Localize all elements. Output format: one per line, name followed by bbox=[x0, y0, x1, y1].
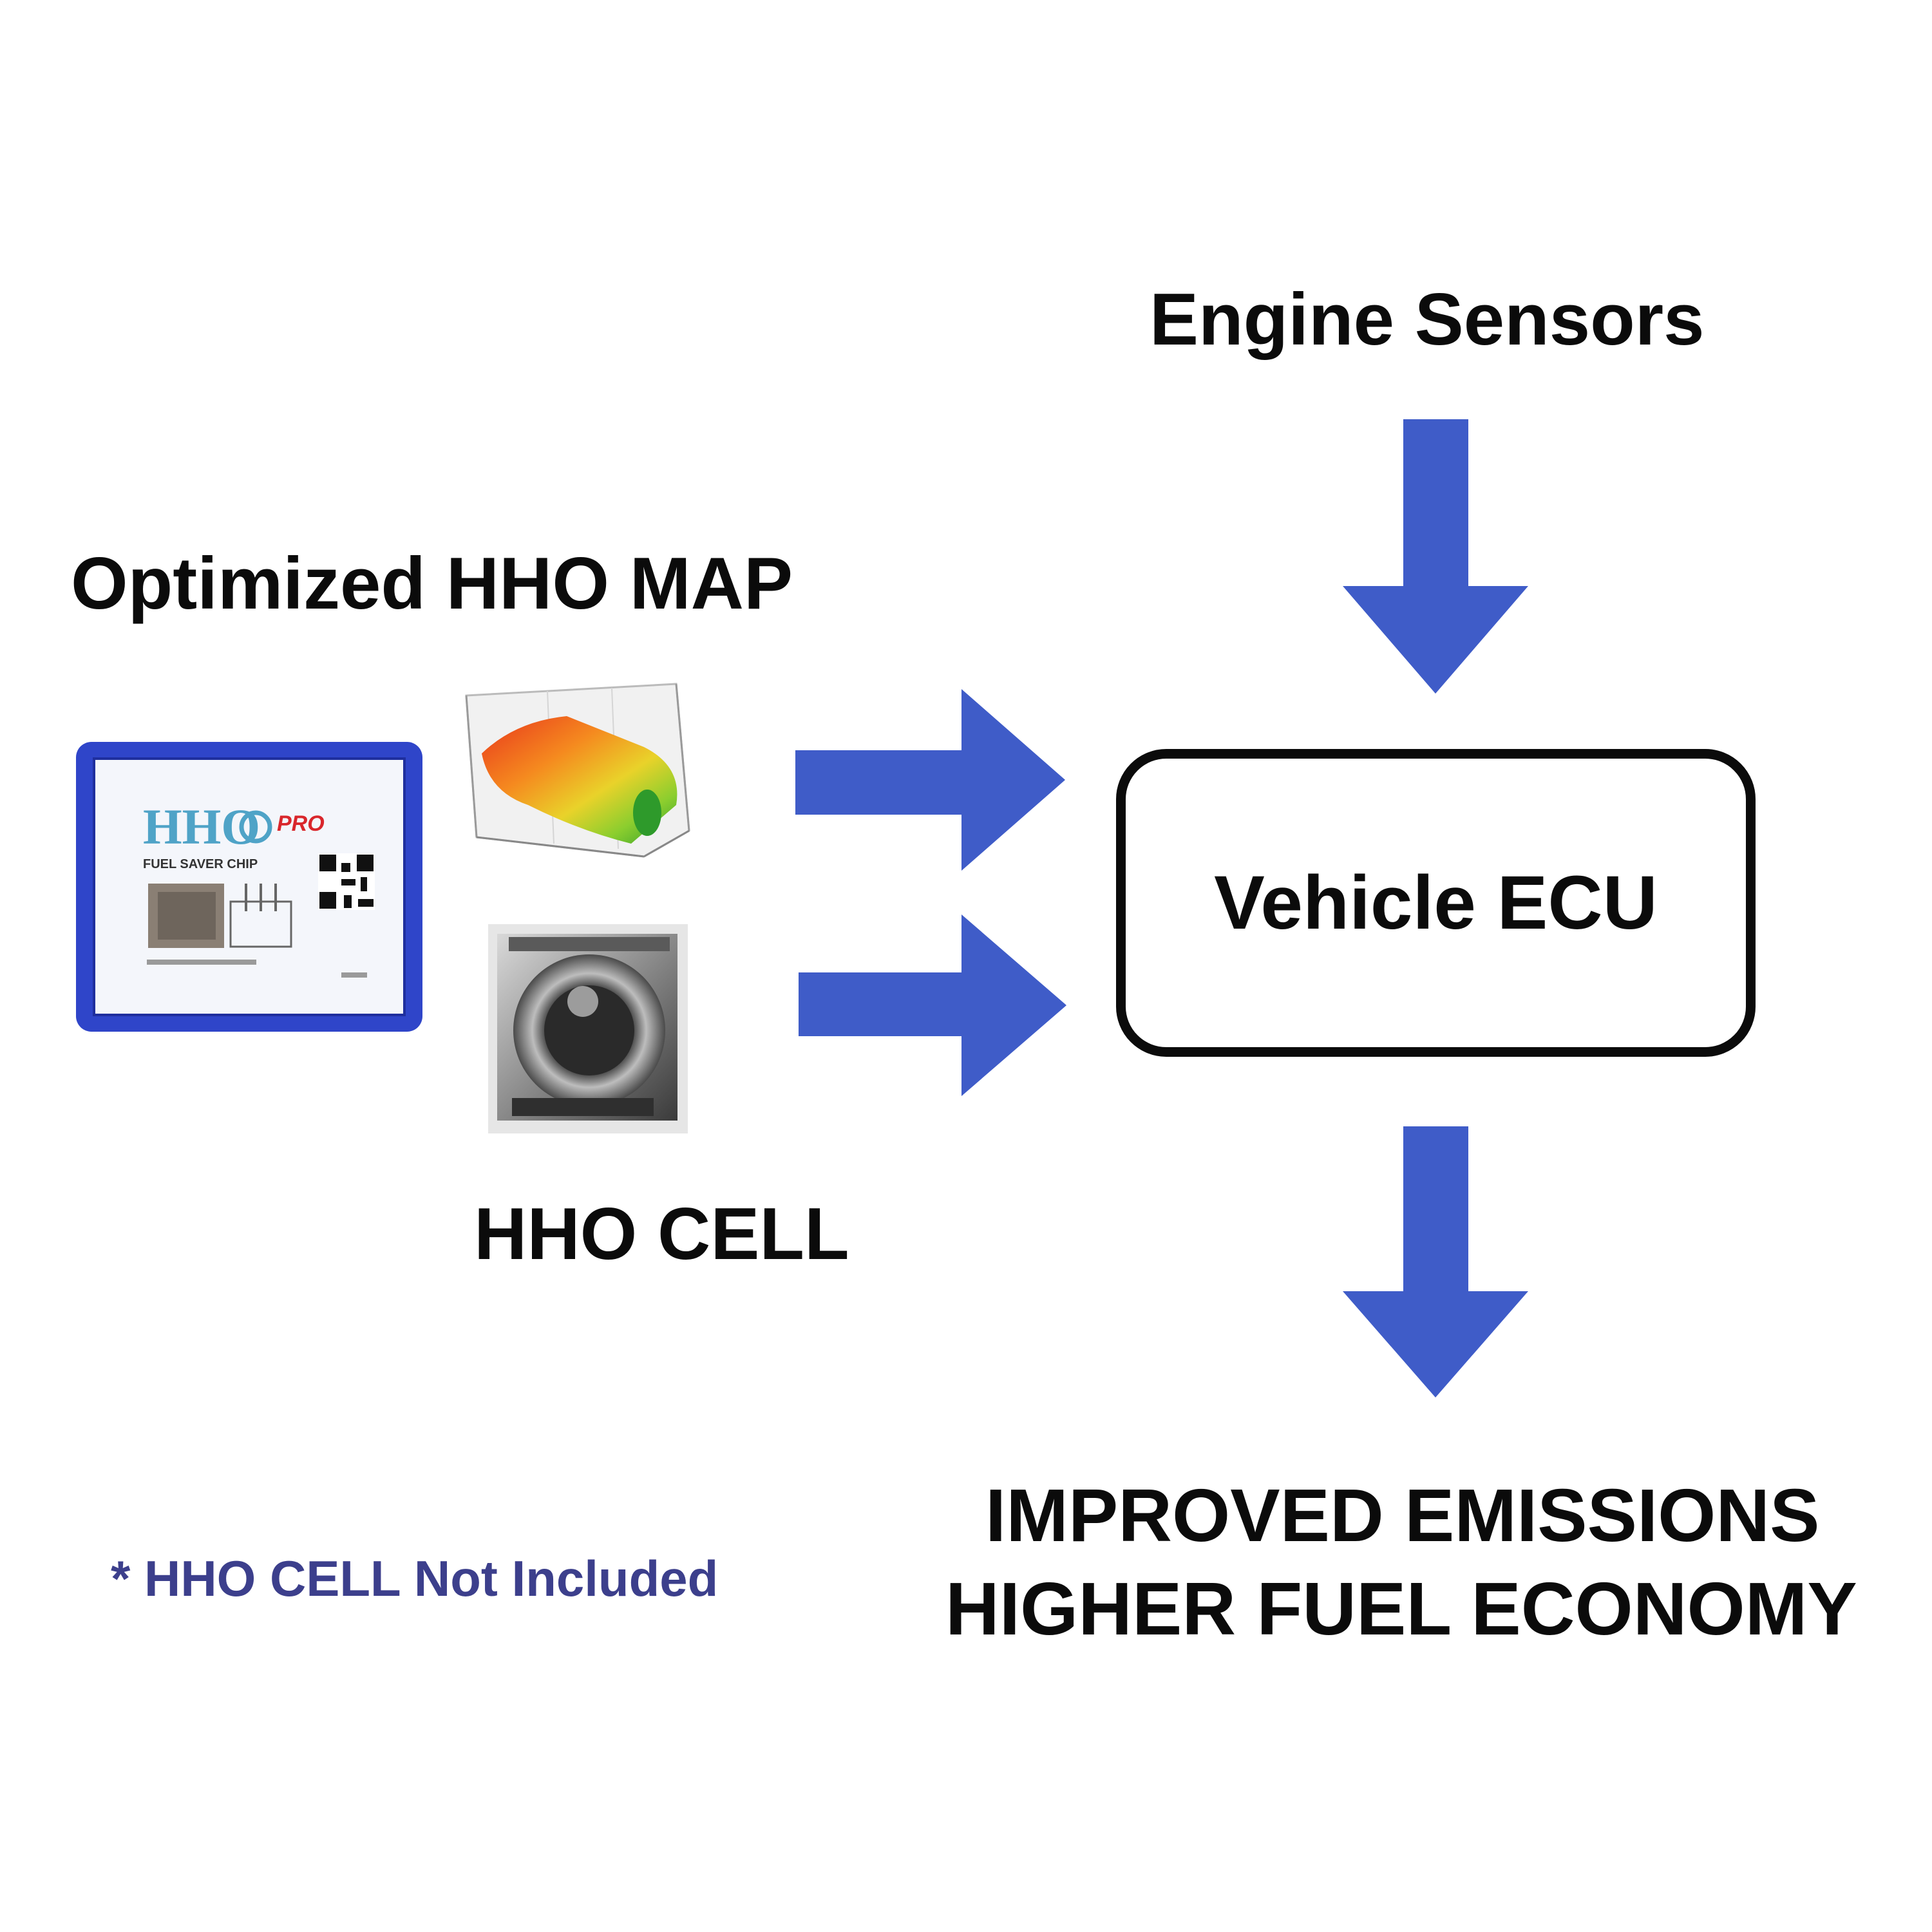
optimized-map-label: Optimized HHO MAP bbox=[71, 543, 793, 625]
hho-cell-photo bbox=[488, 924, 688, 1133]
not-included-note: * HHO CELL Not Included bbox=[111, 1550, 719, 1607]
qr-code-icon bbox=[318, 853, 375, 910]
arrow-engine-to-ecu bbox=[1343, 419, 1528, 694]
engine-sensors-label: Engine Sensors bbox=[1150, 279, 1705, 361]
3d-map-surface-image bbox=[465, 683, 690, 858]
chip-product-image: HHO PRO FUEL SAVER CHIP bbox=[76, 742, 422, 1032]
outcome-emissions: IMPROVED EMISSIONS bbox=[985, 1473, 1820, 1557]
hho-cell-label: HHO CELL bbox=[474, 1193, 849, 1275]
arrow-ecu-to-outcome bbox=[1343, 1126, 1528, 1397]
vehicle-ecu-label: Vehicle ECU bbox=[1214, 860, 1658, 945]
outcome-fuel-economy: HIGHER FUEL ECONOMY bbox=[945, 1567, 1857, 1651]
chip-subtitle: FUEL SAVER CHIP bbox=[143, 857, 258, 871]
arrow-map-to-ecu bbox=[795, 689, 1065, 871]
arrow-cell-to-ecu bbox=[799, 914, 1066, 1096]
vehicle-ecu-box: Vehicle ECU bbox=[1116, 749, 1756, 1057]
chip-brand-suffix: PRO bbox=[277, 811, 325, 836]
